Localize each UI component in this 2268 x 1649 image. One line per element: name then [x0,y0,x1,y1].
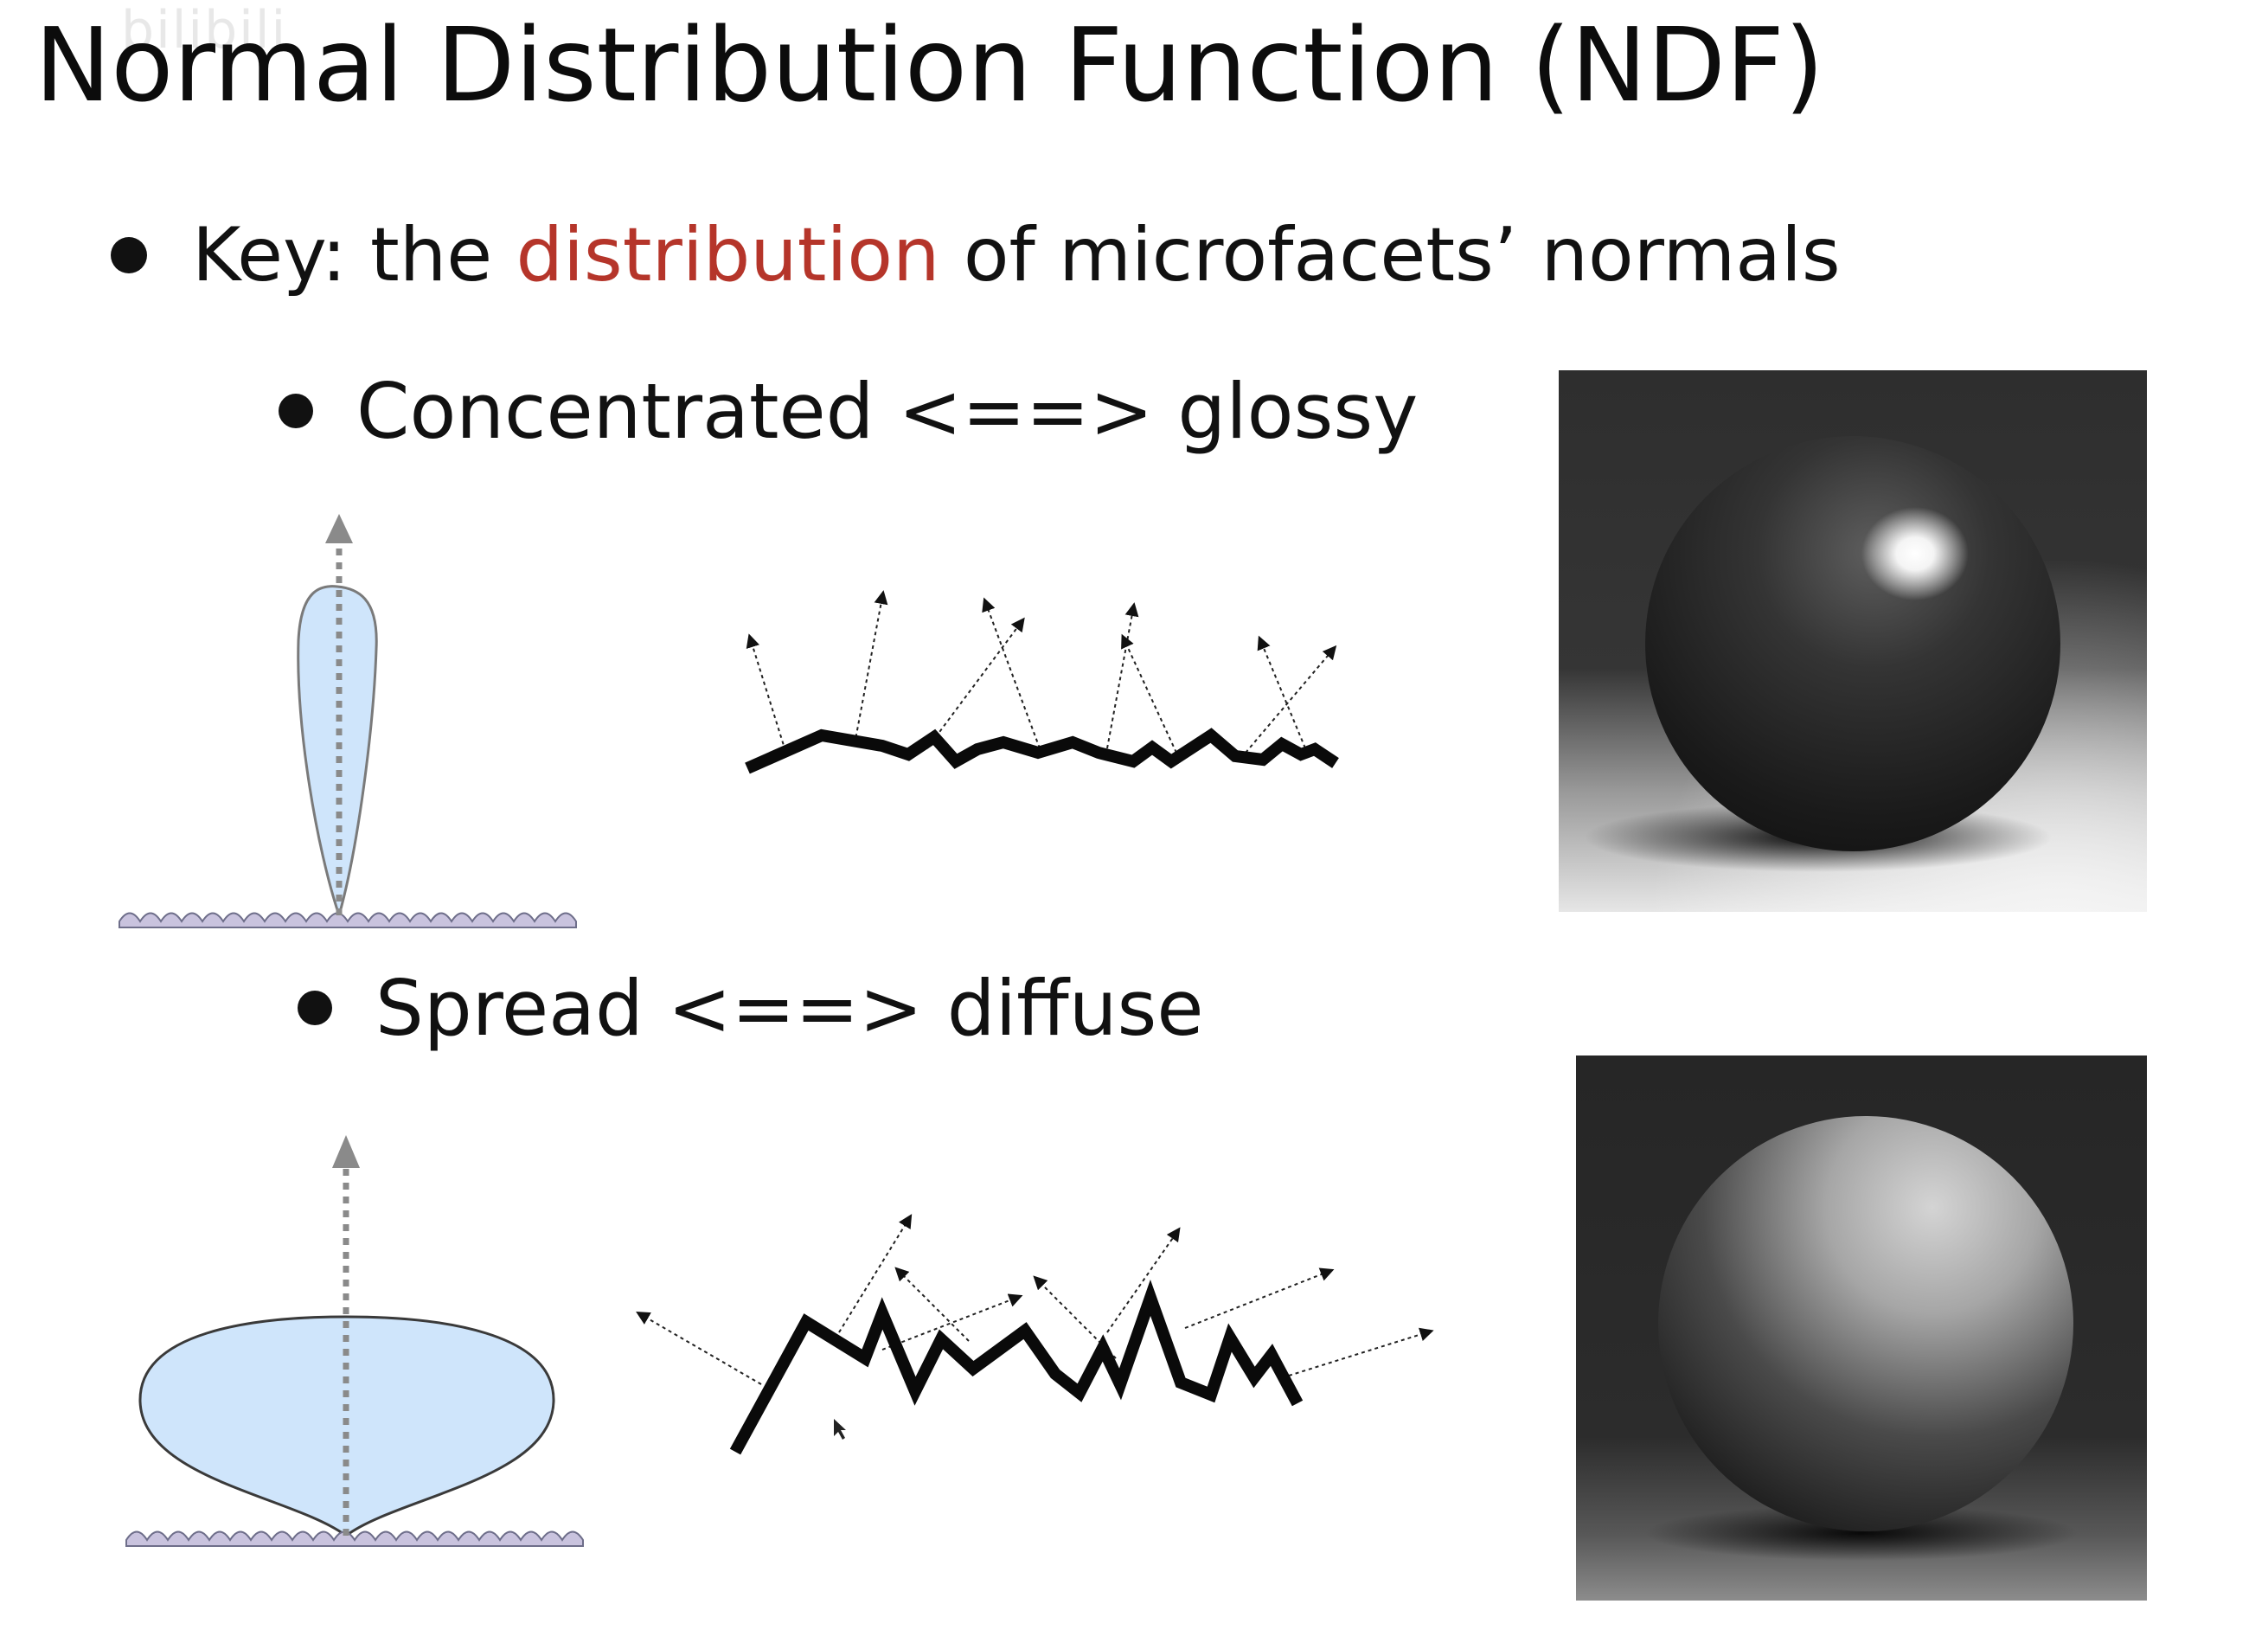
bullet-key-text: Key: the distribution of microfacets’ no… [192,212,1841,298]
bullet-key: Key: the distribution of microfacets’ no… [111,208,1841,303]
bullet-dot [279,394,313,428]
lobe-wide-icon [125,1135,584,1547]
mouse-cursor-icon [834,1419,846,1440]
lobe-narrow-icon [119,514,577,928]
rough-microsurface-icon [636,1214,1434,1455]
bullet-spread: Spread <==> diffuse [298,960,1203,1055]
bullet-key-suffix: of microfacets’ normals [939,212,1841,298]
watermark: bilibili [121,0,288,61]
smooth-microsurface-icon [745,590,1339,774]
bullet-concentrated-text: Concentrated <==> glossy [356,366,1419,456]
bullet-spread-text: Spread <==> diffuse [375,963,1204,1053]
bullet-dot [298,991,332,1025]
bullet-dot [111,237,147,273]
bullet-key-highlight: distribution [516,212,940,298]
slide-title: Normal Distribution Function (NDF) [35,5,1824,125]
glossy-sphere-render [1559,370,2147,912]
bullet-concentrated: Concentrated <==> glossy [279,363,1418,459]
bullet-key-prefix: Key: the [192,212,516,298]
diffuse-sphere-render [1576,1055,2147,1601]
